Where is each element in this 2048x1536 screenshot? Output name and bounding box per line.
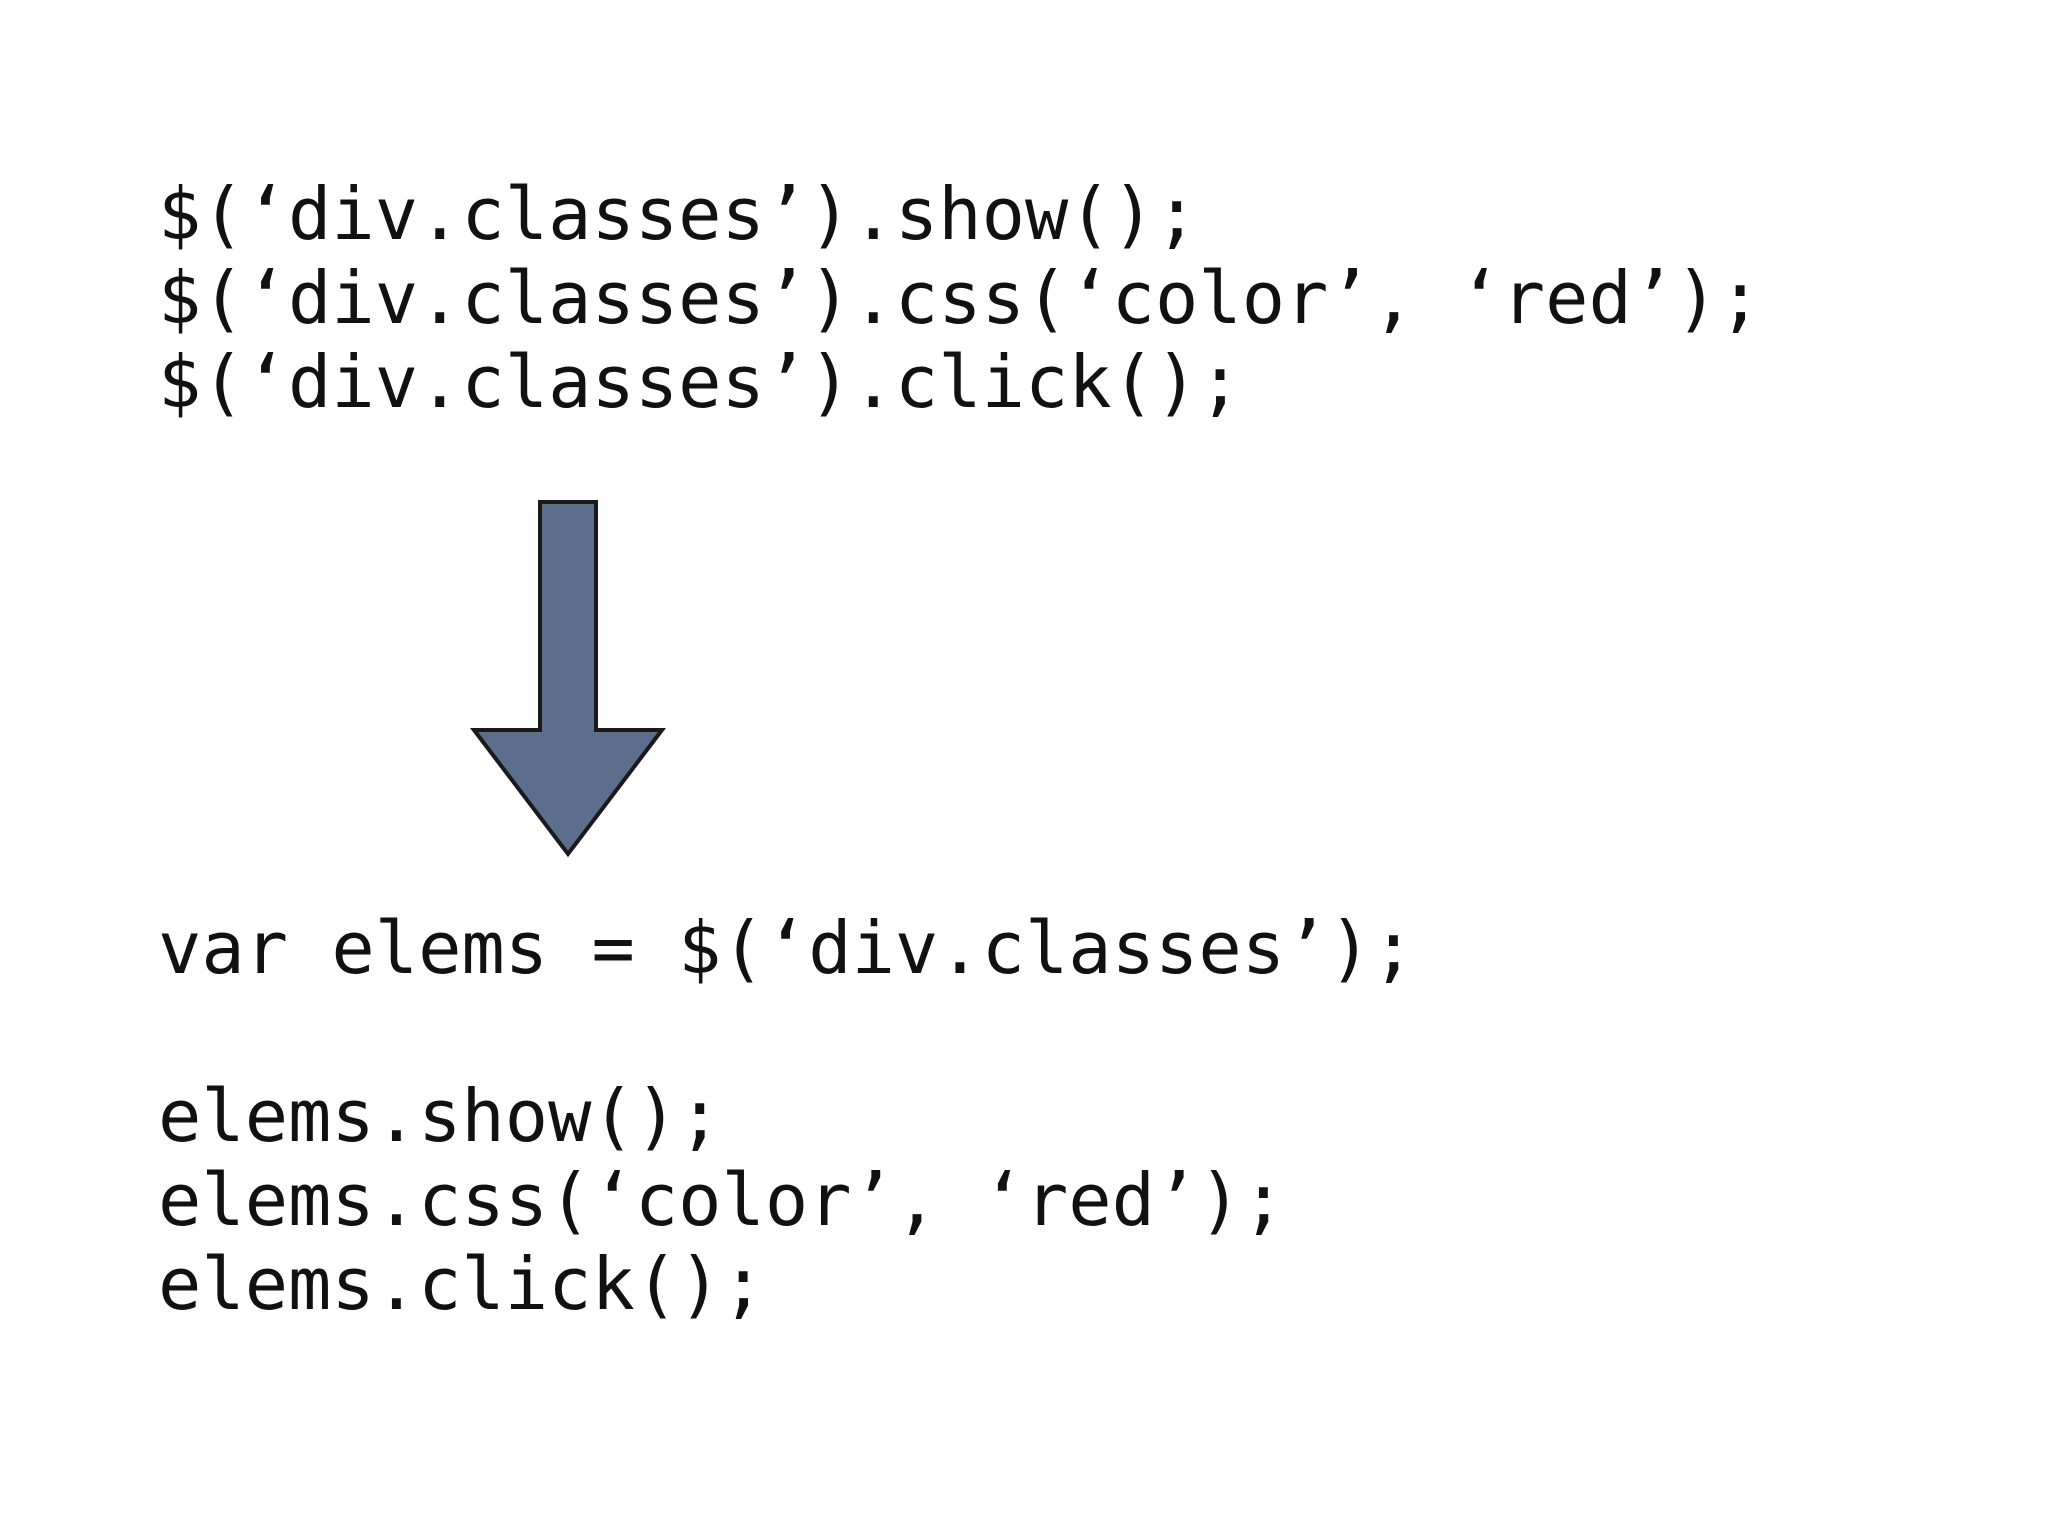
code-line: $(‘div.classes’).show(); [158,172,1199,256]
code-line: elems.show(); [158,1074,722,1158]
down-arrow-icon [469,500,667,858]
code-line: elems.css(‘color’, ‘red’); [158,1158,1286,1242]
code-line: elems.click(); [158,1242,765,1326]
code-line-declaration: var elems = $(‘div.classes’); [158,906,1416,990]
code-line: $(‘div.classes’).css(‘color’, ‘red’); [158,256,1762,340]
code-line: $(‘div.classes’).click(); [158,340,1242,424]
